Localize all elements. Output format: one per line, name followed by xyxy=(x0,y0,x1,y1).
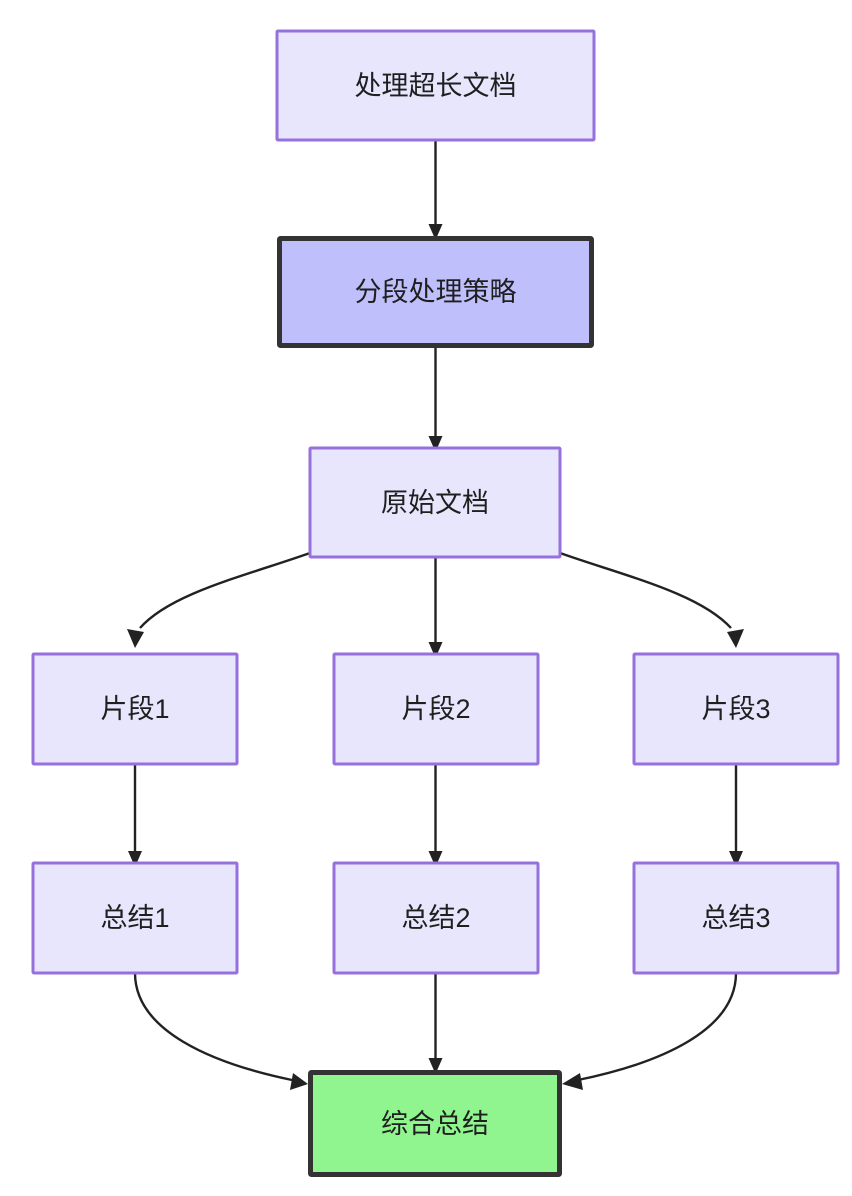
edge-strategy-to-source xyxy=(428,348,443,452)
edge-fragment1-to-summary1 xyxy=(128,764,142,867)
edge-layer xyxy=(127,140,744,1090)
node-label: 片段1 xyxy=(100,694,169,724)
edge-source-to-fragment2 xyxy=(428,557,443,658)
node-box[interactable] xyxy=(632,652,840,766)
edge-fragment3-to-summary3 xyxy=(729,764,743,867)
node-final-summary[interactable]: 综合总结 xyxy=(308,1070,562,1177)
node-box[interactable] xyxy=(277,236,594,348)
edge-source-to-fragment1 xyxy=(127,551,311,648)
node-summary-2[interactable]: 总结2 xyxy=(332,861,540,975)
node-label: 分段处理策略 xyxy=(355,277,517,307)
node-summary-3[interactable]: 总结3 xyxy=(632,861,840,975)
node-fragment-2[interactable]: 片段2 xyxy=(332,652,540,766)
node-label: 总结3 xyxy=(701,903,770,933)
node-fragment-3[interactable]: 片段3 xyxy=(632,652,840,766)
node-summary-1[interactable]: 总结1 xyxy=(31,861,239,975)
node-box[interactable] xyxy=(332,861,540,975)
node-box[interactable] xyxy=(31,861,239,975)
node-label: 片段2 xyxy=(401,694,470,724)
node-box[interactable] xyxy=(275,29,596,142)
node-process-long-document[interactable]: 处理超长文档 xyxy=(275,29,596,142)
node-source-document[interactable]: 原始文档 xyxy=(308,446,562,559)
node-label: 片段3 xyxy=(701,694,770,724)
edge-summary2-to-final xyxy=(428,973,443,1074)
node-fragment-1[interactable]: 片段1 xyxy=(31,652,239,766)
node-box[interactable] xyxy=(31,652,239,766)
node-box[interactable] xyxy=(632,861,840,975)
edge-summary1-to-final xyxy=(133,972,308,1090)
edge-source-to-fragment3 xyxy=(559,551,744,648)
node-box[interactable] xyxy=(332,652,540,766)
edge-fragment2-to-summary2 xyxy=(428,764,443,867)
node-label: 处理超长文档 xyxy=(355,71,517,101)
node-label: 综合总结 xyxy=(381,1109,489,1139)
node-label: 总结2 xyxy=(401,903,470,933)
edge-summary3-to-final xyxy=(562,972,738,1090)
node-layer: 处理超长文档 分段处理策略 原始文档 片段1 片段2 片段3 xyxy=(31,29,840,1177)
node-label: 总结1 xyxy=(100,903,169,933)
edge-process-to-strategy xyxy=(428,140,443,240)
node-label: 原始文档 xyxy=(381,488,489,518)
node-chunking-strategy[interactable]: 分段处理策略 xyxy=(277,236,594,348)
node-box[interactable] xyxy=(308,446,562,559)
node-box[interactable] xyxy=(308,1070,562,1177)
